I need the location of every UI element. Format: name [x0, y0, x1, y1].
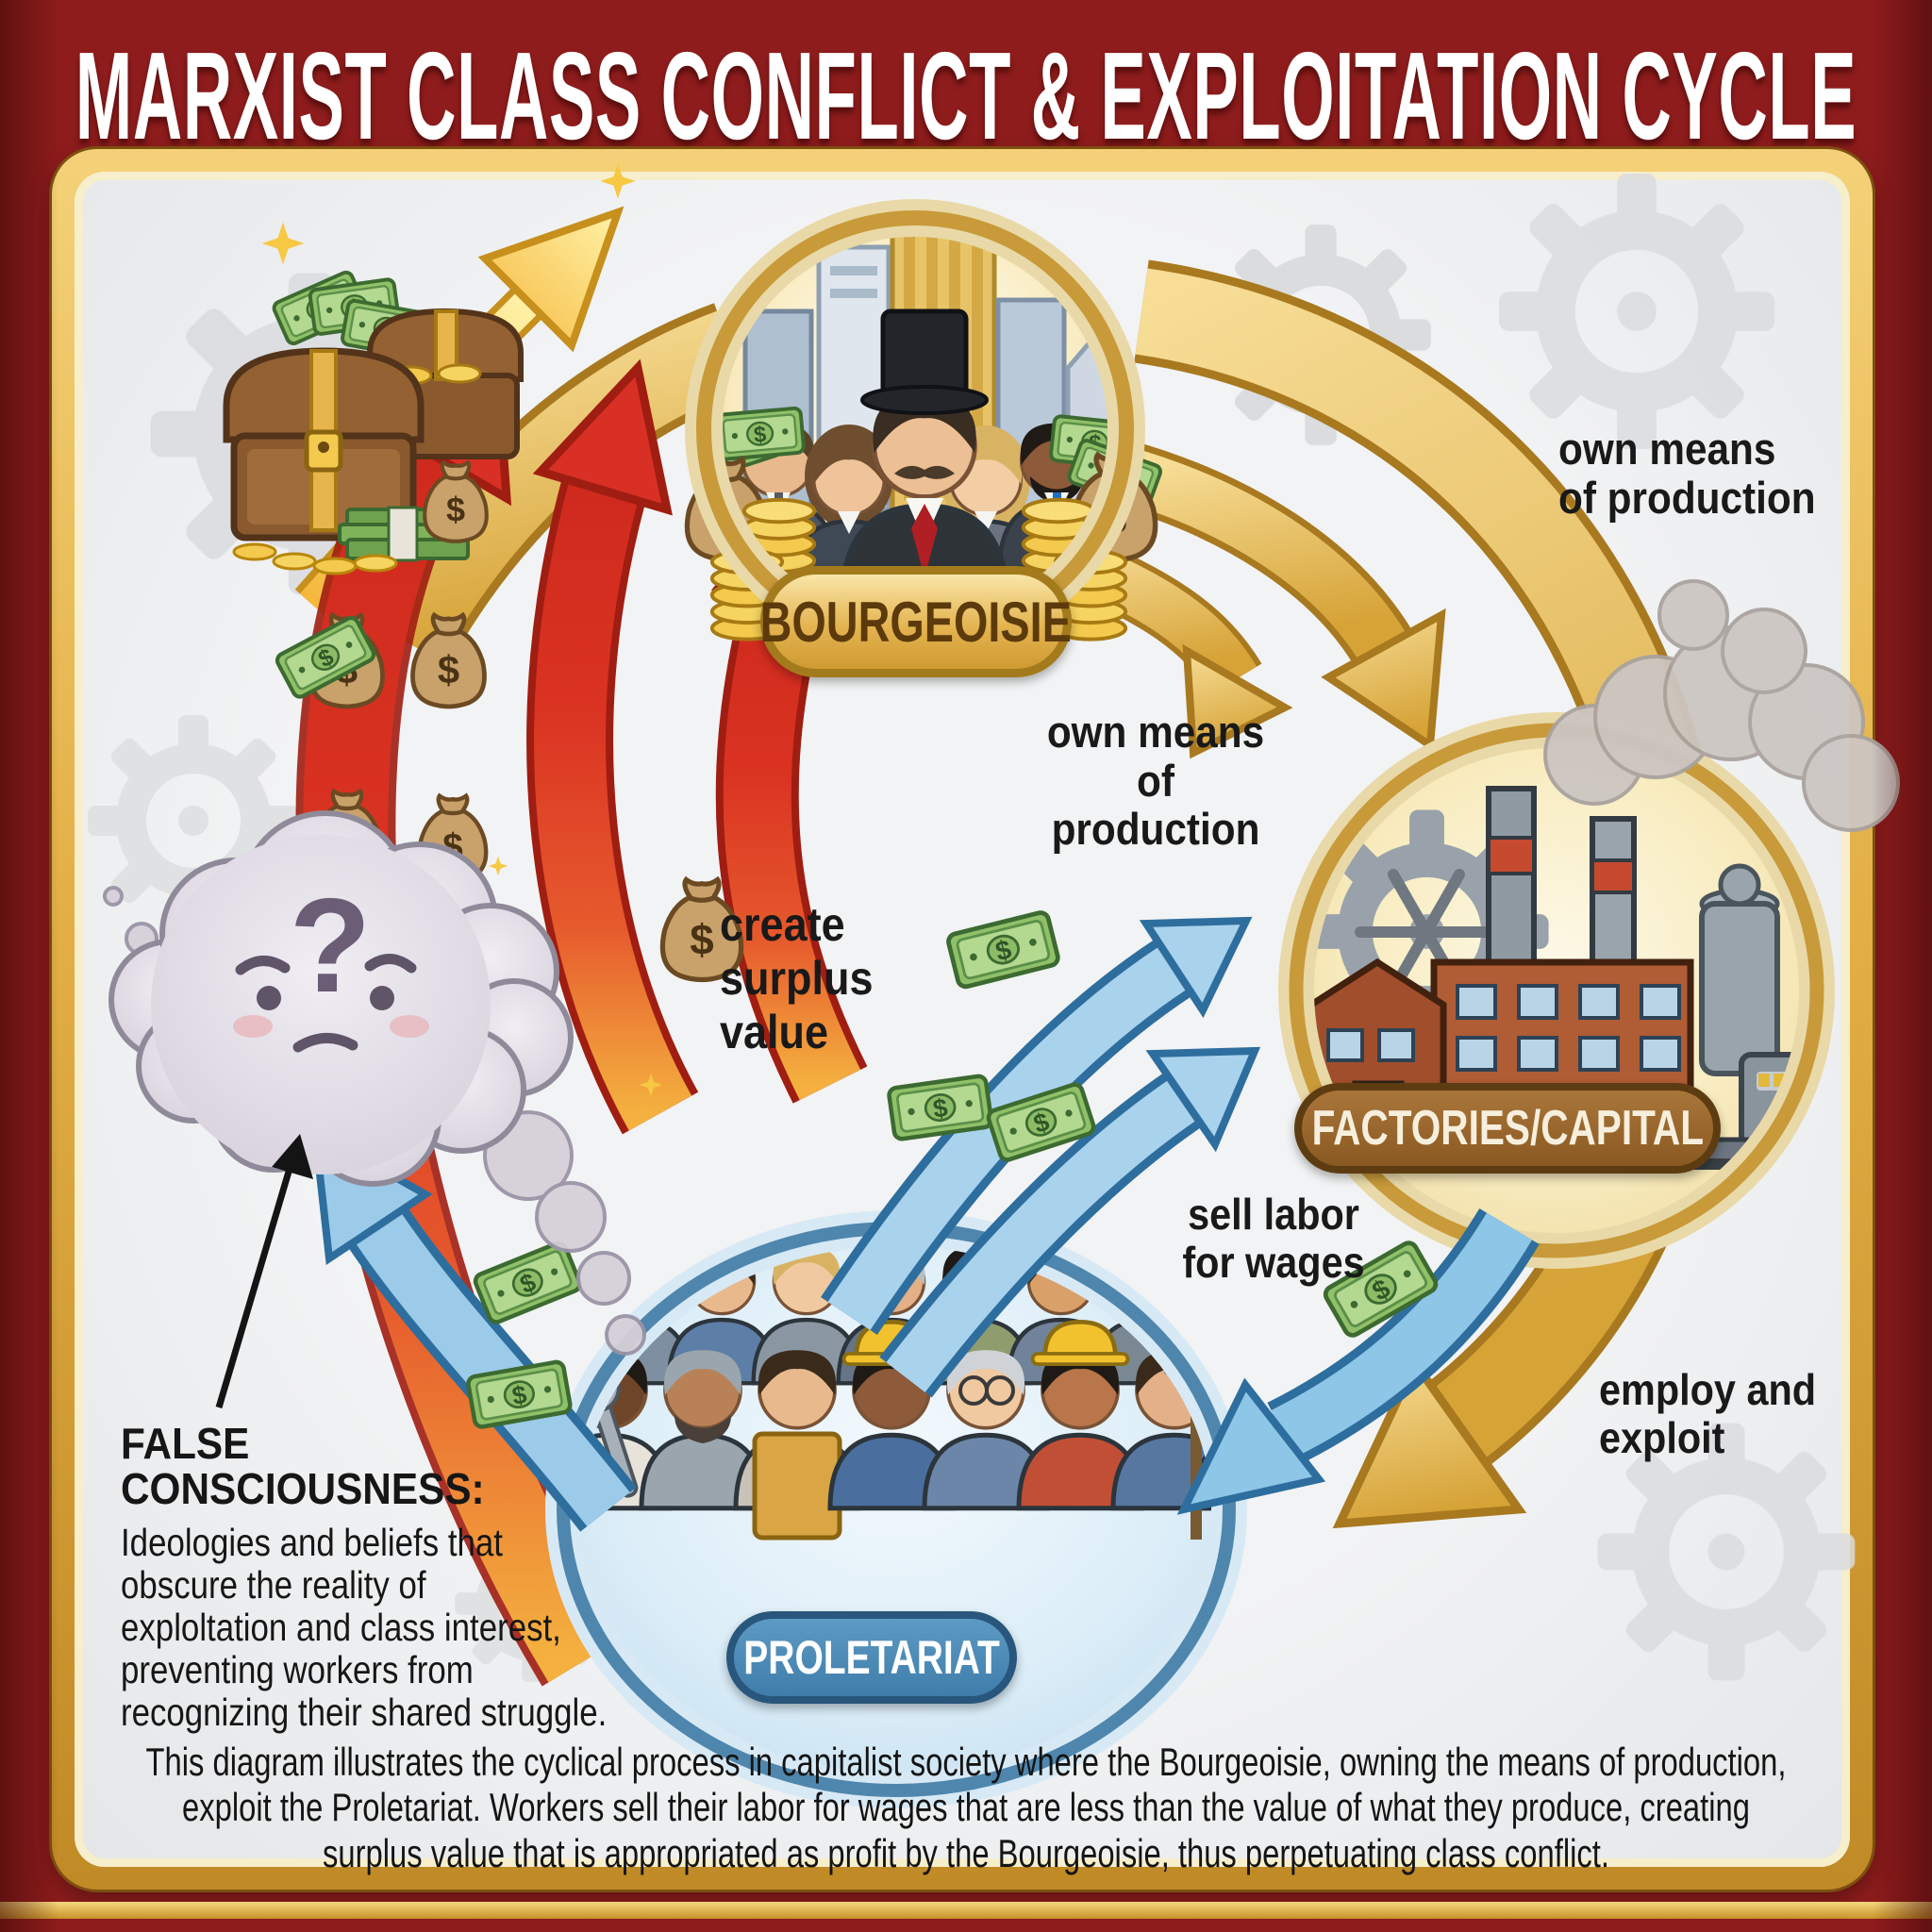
flow-label-sell-labor-for-wages: sell labor for wages — [1182, 1190, 1365, 1287]
poster-title: MARXIST CLASS CONFLICT & EXPLOITATION CY… — [75, 26, 1857, 165]
false-consciousness-heading: FALSE CONSCIOUSNESS: — [121, 1419, 485, 1514]
bourgeoisie-label: BOURGEOISIE — [760, 566, 1072, 677]
flow-label-employ-and-exploit: employ and exploit — [1599, 1365, 1817, 1462]
flow-label-create-surplus-value: create surplus value — [720, 898, 874, 1058]
flow-label-own-means-top: own means of production — [1558, 424, 1816, 523]
false-consciousness-note: FALSE CONSCIOUSNESS: Ideologies and beli… — [121, 1421, 692, 1734]
question-mark: ? — [289, 871, 372, 1021]
false-consciousness-body: Ideologies and beliefs that obscure the … — [121, 1520, 608, 1734]
factories-label: FACTORIES/CAPITAL — [1294, 1083, 1721, 1174]
bottom-gold-stripe — [0, 1902, 1932, 1919]
flow-label-own-means-center: own means of production — [1046, 707, 1265, 855]
caption-paragraph: This diagram illustrates the cyclical pr… — [145, 1740, 1787, 1875]
proletariat-label: PROLETARIAT — [726, 1611, 1017, 1704]
